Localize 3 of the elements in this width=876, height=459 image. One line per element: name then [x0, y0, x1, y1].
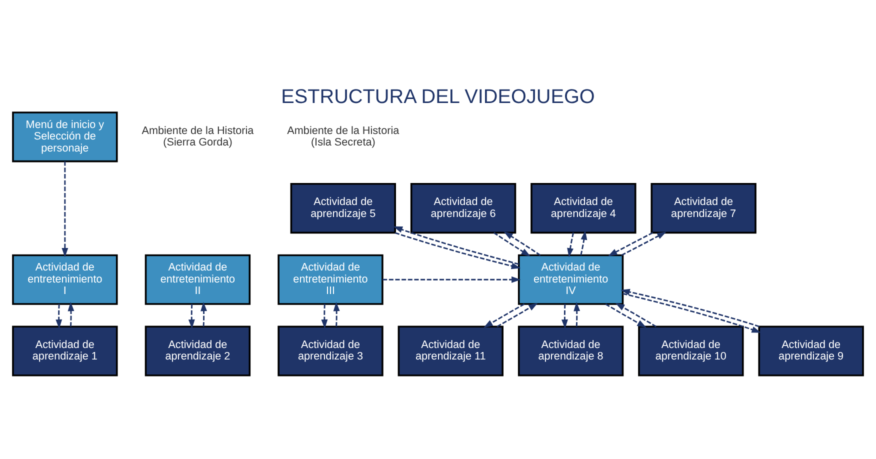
- label: Ambiente de la Historia (Isla Secreta): [287, 124, 400, 149]
- diagram-title: ESTRUCTURA DEL VIDEOJUEGO: [281, 86, 595, 108]
- label: Ambiente de la Historia (Sierra Gorda): [142, 124, 254, 149]
